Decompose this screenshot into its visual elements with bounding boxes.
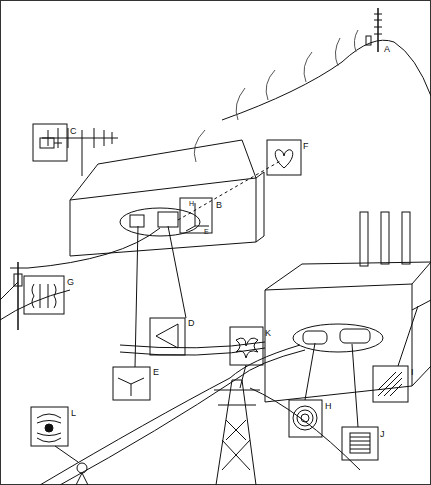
callout-letter: H xyxy=(325,401,332,411)
dipole-inset xyxy=(33,124,67,161)
callout-letter: J xyxy=(380,429,385,439)
corona-inset xyxy=(230,327,263,388)
house xyxy=(70,140,282,256)
pylon xyxy=(214,380,260,485)
dipole-feed-inset xyxy=(113,226,150,400)
coil-inset xyxy=(289,343,322,437)
callout-letter: A xyxy=(384,44,390,54)
transmitter-tower xyxy=(366,8,382,52)
callout-letter: B xyxy=(216,200,222,210)
power-lines xyxy=(40,342,360,485)
winding-inset xyxy=(342,344,378,460)
callout-letter: D xyxy=(188,318,195,328)
callout-letter: E xyxy=(153,367,159,377)
callout-letter: K xyxy=(265,328,271,338)
callout-letter: G xyxy=(67,277,74,287)
callout-letter: I xyxy=(411,367,414,377)
callout-letter: F xyxy=(303,141,309,151)
transformer-inset xyxy=(24,276,64,314)
callout-letter: E xyxy=(204,227,209,237)
callout-letter: L xyxy=(71,408,76,418)
field-lines-inset xyxy=(31,407,78,462)
tv-antenna xyxy=(42,128,118,176)
factory xyxy=(265,212,431,402)
person xyxy=(76,463,88,485)
radio-waves xyxy=(194,30,358,162)
horn-inset xyxy=(150,226,186,355)
shield-inset xyxy=(373,306,418,402)
callout-letter: C xyxy=(70,126,77,136)
mountain xyxy=(222,40,431,120)
pattern-inset xyxy=(267,140,301,175)
callout-letter: H xyxy=(189,199,194,209)
